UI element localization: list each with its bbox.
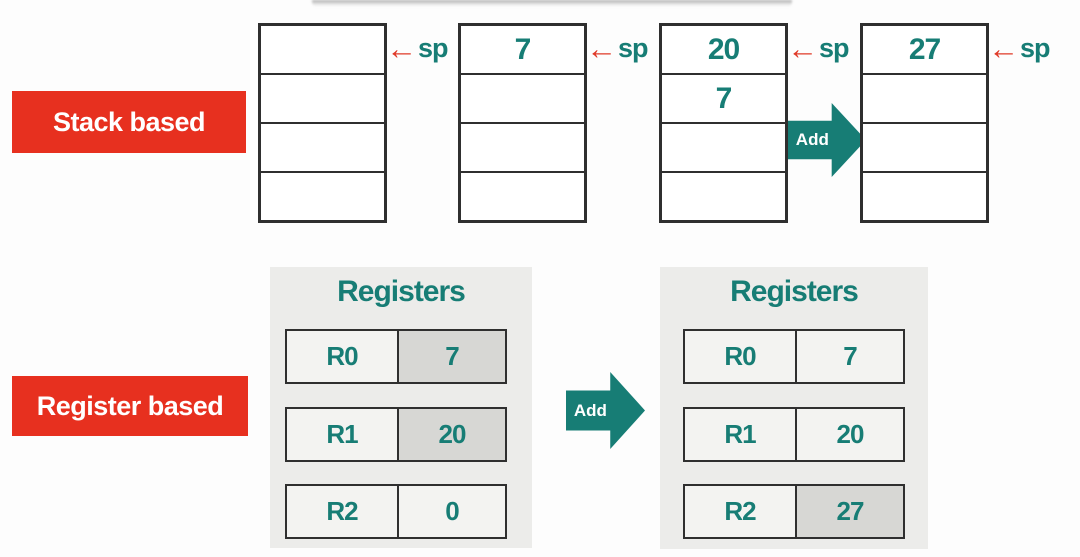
register-value: 7: [399, 331, 505, 382]
registers-panel-before: Registers R0 7 R1 20 R2 0: [270, 267, 532, 548]
stack-cell: [261, 173, 384, 220]
sp-label: sp: [618, 32, 648, 63]
stack-cell: [261, 75, 384, 124]
stack-cell: 7: [662, 75, 785, 124]
register-row-r0: R0 7: [285, 329, 507, 384]
sp-label: sp: [418, 32, 448, 63]
stack-pointer-3: ← sp: [787, 23, 849, 73]
stack-pointer-1: ← sp: [386, 23, 448, 73]
stack-cell: [662, 173, 785, 220]
stack-cell: 27: [863, 26, 986, 75]
stack-based-label: Stack based: [12, 91, 246, 153]
stack-cell: [461, 124, 584, 173]
add-arrow-icon: Add: [566, 372, 645, 449]
register-value: 0: [399, 486, 505, 537]
left-arrow-icon: ←: [988, 30, 1019, 66]
register-value: 20: [797, 409, 903, 460]
stack-cell: [461, 173, 584, 220]
stack-based-label-text: Stack based: [52, 106, 206, 137]
register-row-r1: R1 20: [285, 407, 507, 462]
registers-panel-after: Registers R0 7 R1 20 R2 27: [660, 267, 928, 549]
register-row-r1: R1 20: [683, 407, 905, 462]
left-arrow-icon: ←: [386, 30, 417, 66]
register-based-label: Register based: [12, 376, 248, 436]
stack-column-2: 7: [458, 23, 587, 223]
sp-label: sp: [1020, 32, 1050, 63]
left-arrow-icon: ←: [586, 30, 617, 66]
register-name: R0: [685, 331, 797, 382]
register-name: R1: [287, 409, 399, 460]
add-arrow-icon: Add: [788, 103, 866, 177]
register-name: R0: [287, 331, 399, 382]
register-row-r0: R0 7: [683, 329, 905, 384]
stack-cell: [461, 75, 584, 124]
stack-cell: [662, 124, 785, 173]
register-name: R2: [287, 486, 399, 537]
sp-label: sp: [819, 32, 849, 63]
stack-cell: [863, 124, 986, 173]
stack-column-4: 27: [860, 23, 989, 223]
registers-title: Registers: [730, 275, 859, 308]
add-arrow-label: Add: [795, 130, 829, 149]
register-based-label-text: Register based: [36, 390, 224, 421]
stack-pointer-4: ← sp: [988, 23, 1050, 73]
stack-cell: [261, 124, 384, 173]
left-arrow-icon: ←: [787, 30, 818, 66]
stack-cell: 7: [461, 26, 584, 75]
stack-column-3: 20 7: [659, 23, 788, 223]
register-name: R1: [685, 409, 797, 460]
register-row-r2: R2 0: [285, 484, 507, 539]
registers-title: Registers: [337, 275, 466, 308]
stack-cell: 20: [662, 26, 785, 75]
stack-pointer-2: ← sp: [586, 23, 648, 73]
register-value: 7: [797, 331, 903, 382]
top-overlay-remnant: [312, 0, 792, 7]
register-value: 27: [797, 486, 903, 537]
stack-cell: [863, 173, 986, 220]
stack-column-1: [258, 23, 387, 223]
stack-cell: [261, 26, 384, 75]
register-value: 20: [399, 409, 505, 460]
register-name: R2: [685, 486, 797, 537]
add-arrow-label: Add: [573, 400, 607, 420]
register-row-r2: R2 27: [683, 484, 905, 539]
stack-cell: [863, 75, 986, 124]
